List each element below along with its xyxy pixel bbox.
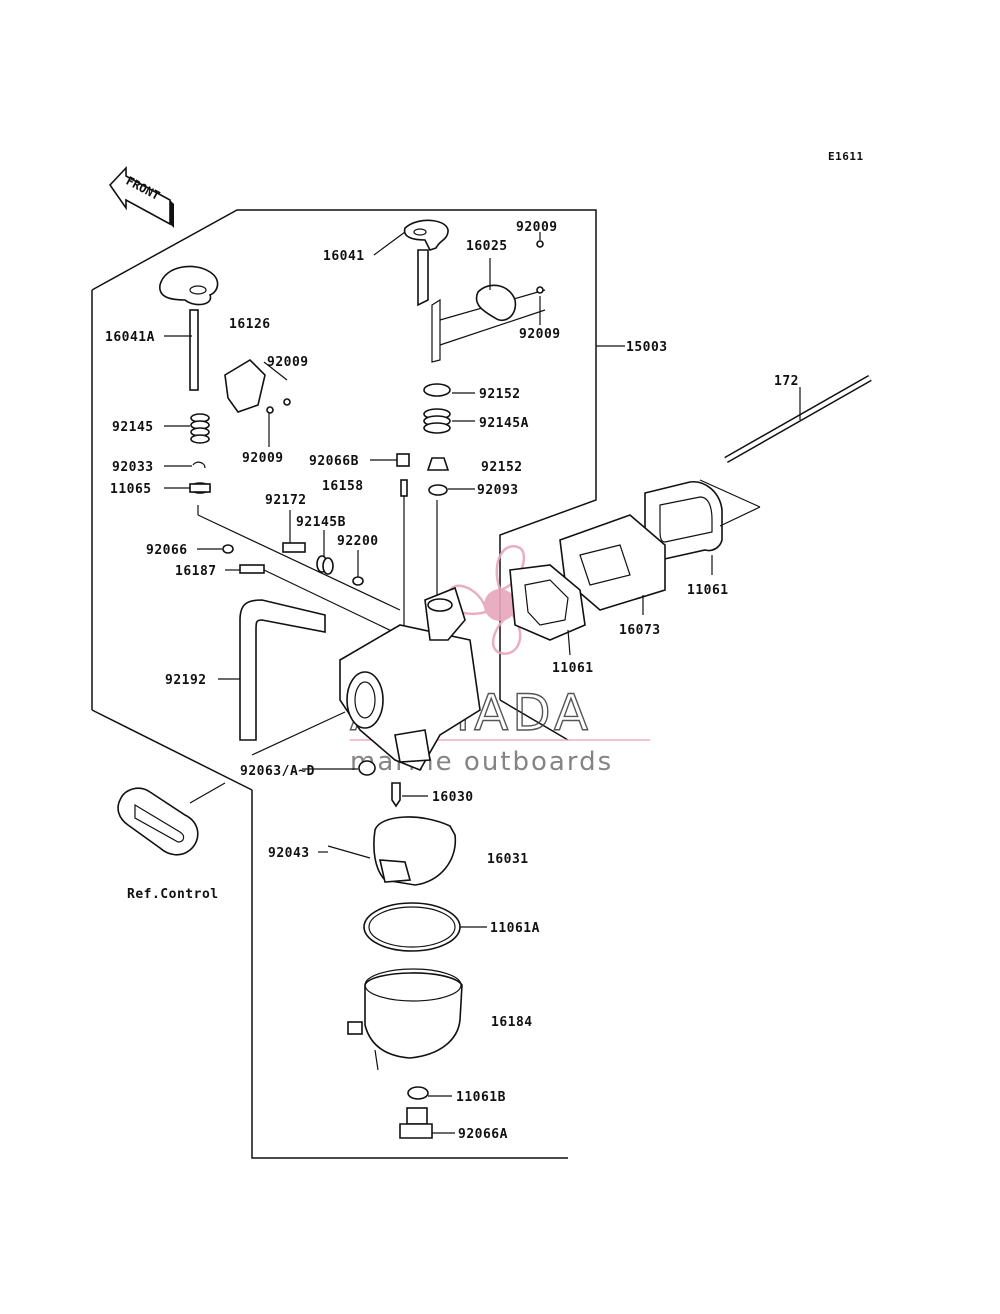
label-16184: 16184 (491, 1015, 533, 1030)
label-92009-l1: 92009 (267, 355, 309, 370)
label-92152-b: 92152 (481, 460, 523, 475)
label-92172: 92172 (265, 493, 307, 508)
seal-92152b-part (426, 457, 450, 471)
label-92192: 92192 (165, 673, 207, 688)
plug-92066B-part (396, 453, 410, 467)
choke-plate-part (475, 240, 544, 322)
label-11061-mid: 11061 (552, 661, 594, 676)
label-92066B: 92066B (309, 454, 359, 469)
label-11061B: 11061B (456, 1090, 506, 1105)
label-92066A: 92066A (458, 1127, 508, 1142)
label-16041A: 16041A (105, 330, 155, 345)
washer-11061B-part (407, 1086, 429, 1100)
label-15003: 15003 (626, 340, 668, 355)
label-11061A: 11061A (490, 921, 540, 936)
label-92093: 92093 (477, 483, 519, 498)
stud-172-part (724, 374, 872, 464)
float-bowl-16184-part (347, 968, 463, 1071)
label-16073: 16073 (619, 623, 661, 638)
label-92043: 92043 (268, 846, 310, 861)
label-16025: 16025 (466, 239, 508, 254)
label-16187: 16187 (175, 564, 217, 579)
choke-lever-part (403, 219, 546, 363)
label-92145B: 92145B (296, 515, 346, 530)
label-92200: 92200 (337, 534, 379, 549)
label-11065: 11065 (110, 482, 152, 497)
leader-lines (164, 231, 801, 1134)
gasket-11061-right-part (644, 481, 723, 561)
oring-92093-part (428, 484, 448, 496)
label-92009-top: 92009 (516, 220, 558, 235)
oring-11061A-part (363, 902, 461, 952)
screw-16187-part (239, 564, 265, 574)
label-92145A: 92145A (479, 416, 529, 431)
gasket-11061-mid-part (509, 564, 586, 641)
screw-92172-part (282, 542, 306, 553)
label-ref-control: Ref.Control (127, 887, 219, 902)
label-92033: 92033 (112, 460, 154, 475)
plug-92066-part (222, 544, 234, 554)
label-92145: 92145 (112, 420, 154, 435)
part-labels: 16041 16025 92009 92009 16126 16041A 920… (105, 220, 799, 1142)
float-16031-part (327, 816, 457, 886)
label-16030: 16030 (432, 790, 474, 805)
label-92066: 92066 (146, 543, 188, 558)
control-gasket-part (117, 782, 226, 856)
clip-92033-part (192, 461, 206, 469)
hose-92192-part (239, 599, 326, 741)
label-16041: 16041 (323, 249, 365, 264)
throttle-lever-part (159, 265, 291, 414)
label-92152-a: 92152 (479, 387, 521, 402)
bolt-92066A-part (399, 1107, 433, 1139)
spring-92145B-part (316, 555, 334, 575)
washer-92200-part (352, 576, 364, 586)
needle-16030-part (391, 782, 401, 808)
spring-92145-part (190, 413, 210, 444)
label-16031: 16031 (487, 852, 529, 867)
label-92063: 92063/A~D (240, 764, 315, 779)
collar-11065-part (189, 482, 211, 494)
label-11061-right: 11061 (687, 583, 729, 598)
carburetor-body-part (339, 586, 481, 772)
diagram-code: E1611 (828, 150, 864, 163)
assembly-frame (91, 209, 625, 1159)
screw-92063-part (358, 760, 376, 776)
label-16158: 16158 (322, 479, 364, 494)
label-92009-l2: 92009 (242, 451, 284, 466)
label-92009-mid: 92009 (519, 327, 561, 342)
label-172: 172 (774, 374, 799, 389)
label-16126: 16126 (229, 317, 271, 332)
seal-92152-part (423, 383, 451, 397)
spring-92145A-part (423, 408, 451, 434)
front-arrow-icon: FRONT (108, 165, 174, 228)
